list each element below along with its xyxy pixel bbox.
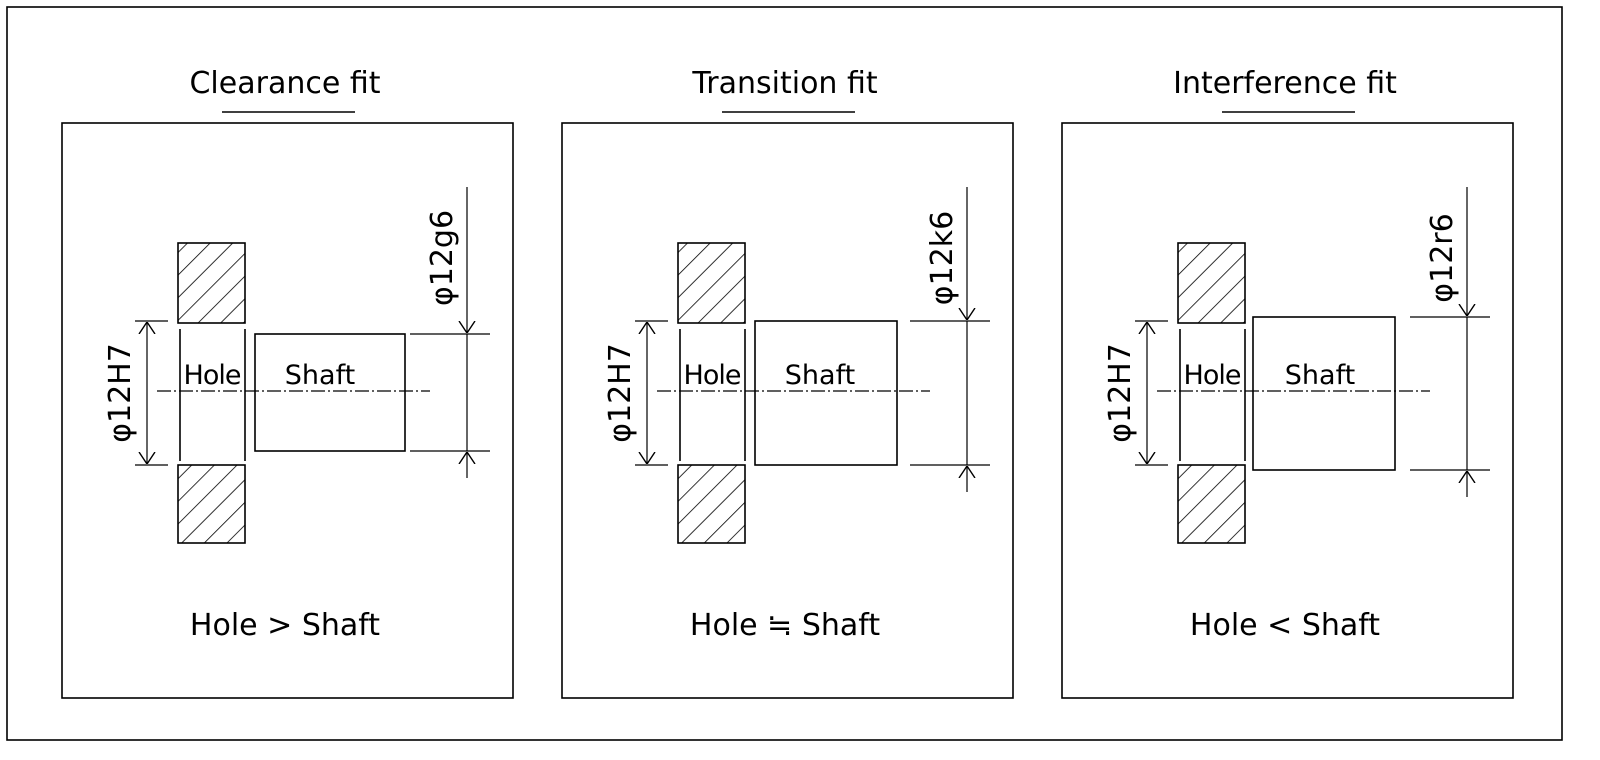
- shaft-dimension-text: φ12k6: [925, 211, 960, 305]
- housing-lower-hatched: [177, 464, 246, 544]
- hole-label: Hole: [1184, 360, 1241, 391]
- shaft-label: Shaft: [1285, 360, 1355, 391]
- housing-upper-hatched: [677, 242, 746, 324]
- panel-title: Interference fit: [1173, 66, 1397, 101]
- housing-upper-hatched: [1177, 242, 1246, 324]
- hole-dimension-text: φ12H7: [1103, 343, 1138, 443]
- shaft-dimension-text: φ12r6: [1425, 213, 1460, 302]
- housing-lower-hatched: [677, 464, 746, 544]
- panel-title: Clearance fit: [189, 66, 380, 101]
- shaft-rect: [754, 320, 898, 466]
- shaft-label: Shaft: [285, 360, 355, 391]
- panel-frame: [561, 122, 1014, 699]
- housing-upper-hatched: [177, 242, 246, 324]
- fit-relation-text: Hole > Shaft: [190, 608, 380, 643]
- panel-title: Transition fit: [691, 66, 878, 101]
- outer-border: [6, 6, 1563, 741]
- fit-relation-text: Hole ≒ Shaft: [690, 608, 880, 643]
- shaft-rect: [254, 333, 406, 452]
- hole-label: Hole: [684, 360, 741, 391]
- hole-dimension-text: φ12H7: [603, 343, 638, 443]
- fit-relation-text: Hole < Shaft: [1190, 608, 1380, 643]
- shaft-rect: [1252, 316, 1396, 471]
- panel-frame: [61, 122, 514, 699]
- hole-dimension-text: φ12H7: [103, 343, 138, 443]
- hole-label: Hole: [184, 360, 241, 391]
- shaft-dimension-text: φ12g6: [425, 210, 460, 306]
- shaft-label: Shaft: [785, 360, 855, 391]
- panel-frame: [1061, 122, 1514, 699]
- housing-lower-hatched: [1177, 464, 1246, 544]
